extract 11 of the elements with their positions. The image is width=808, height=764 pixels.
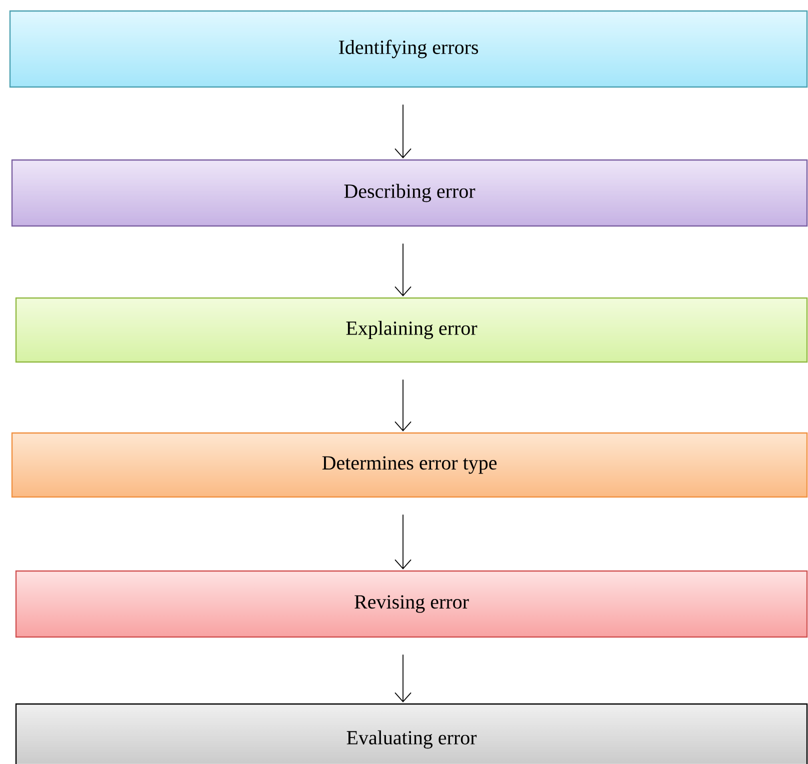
arrow (394, 243, 412, 296)
arrow (394, 379, 412, 432)
arrow (394, 514, 412, 570)
arrow (394, 104, 412, 158)
arrow (394, 654, 412, 702)
process-box: Explaining error (15, 297, 808, 363)
process-box: Revising error (15, 570, 808, 638)
process-box: Describing error (11, 159, 808, 227)
process-box: Evaluating error (15, 703, 808, 764)
process-box: Determines error type (11, 432, 808, 498)
process-box: Identifying errors (9, 10, 808, 88)
